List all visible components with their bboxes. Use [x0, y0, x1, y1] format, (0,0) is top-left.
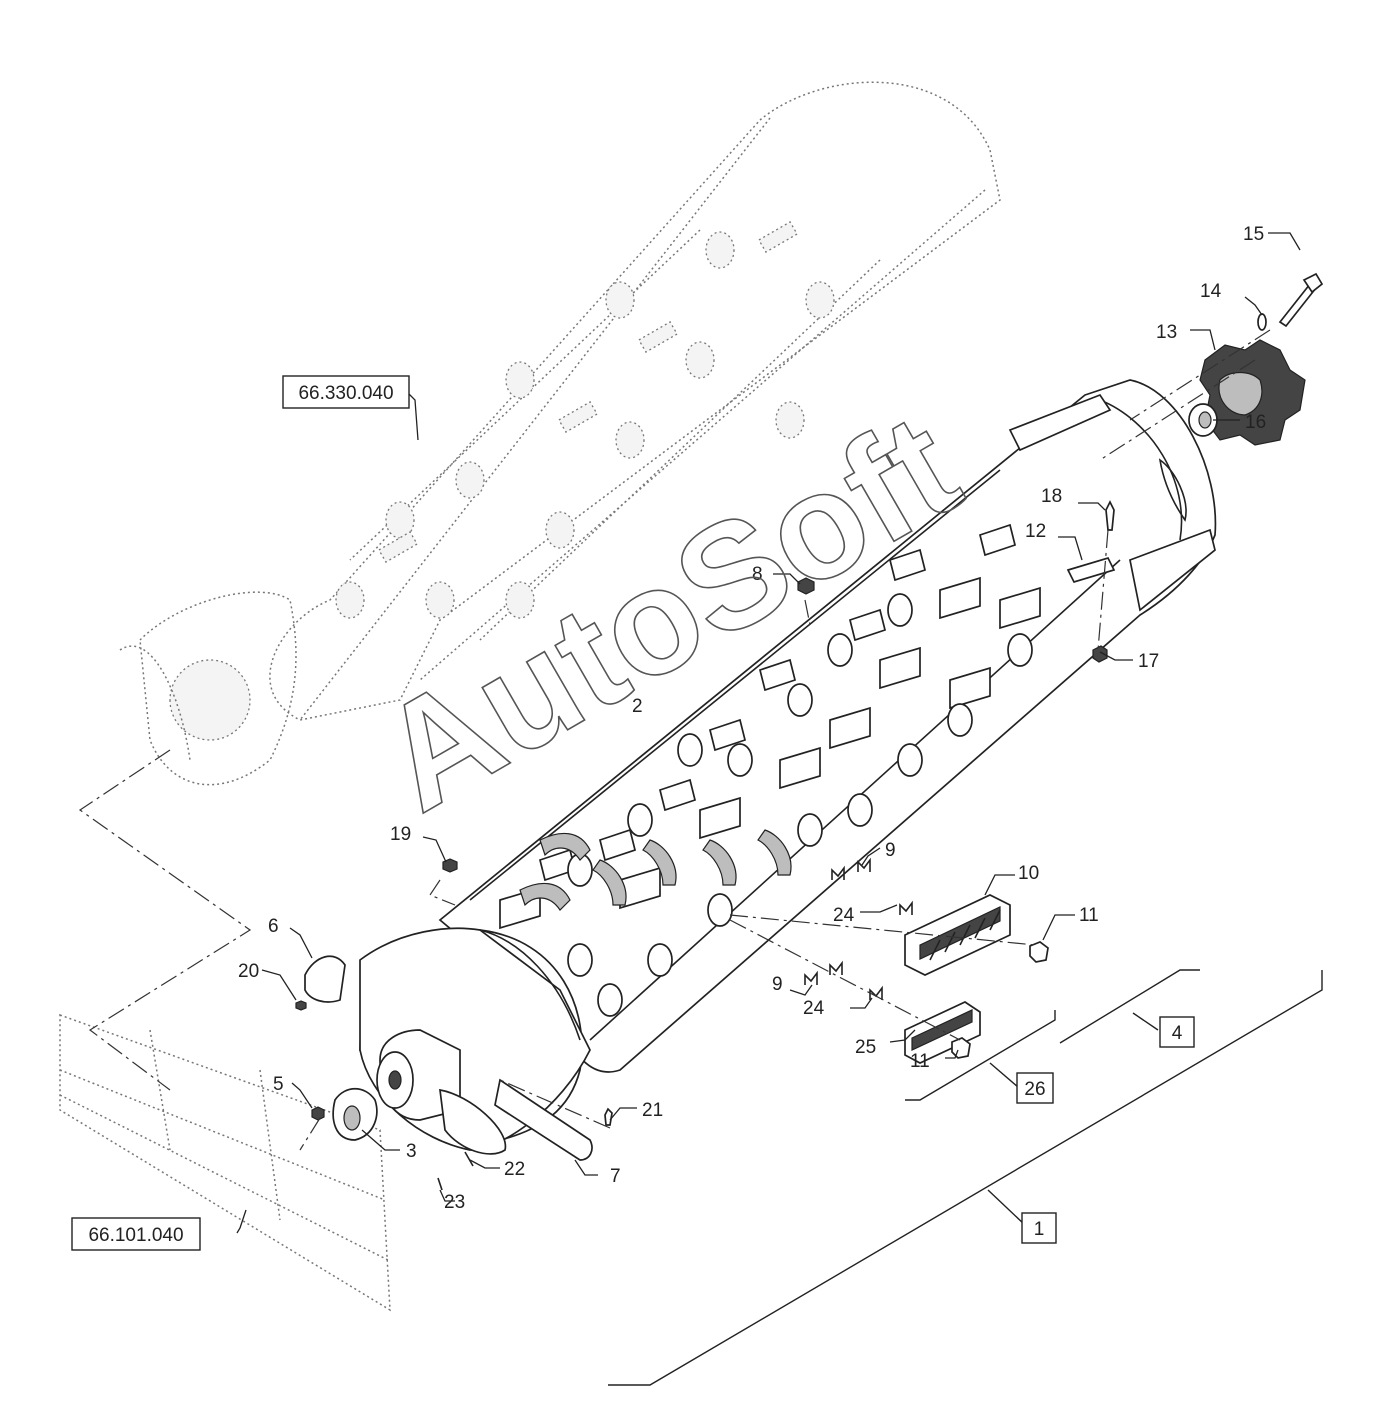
- callout-15: 15: [1243, 224, 1264, 245]
- part-10-grate-bar: [904, 894, 1011, 976]
- part-16-bushing: [1188, 403, 1218, 437]
- part-20-bolt: [295, 1000, 307, 1011]
- callout-numbers: 15 14 13 16 18 12 17 8 2 19 6 20 5 3 21 …: [238, 224, 1266, 1213]
- svg-text:1: 1: [1034, 1219, 1045, 1240]
- callout-14: 14: [1200, 281, 1222, 302]
- callout-3: 3: [406, 1141, 417, 1162]
- callout-2: 2: [632, 696, 643, 717]
- assembly-brackets: [608, 969, 1323, 1386]
- callout-box-26[interactable]: 26: [1016, 1072, 1054, 1104]
- part-11-bolt-a: [1029, 941, 1049, 963]
- callout-24-upper: 24: [833, 905, 855, 926]
- callout-23: 23: [444, 1192, 465, 1213]
- part-17-nut: [1092, 645, 1108, 663]
- svg-text:26: 26: [1024, 1079, 1045, 1100]
- callout-11-upper: 11: [1079, 905, 1099, 926]
- part-11-bolt-b: [951, 1037, 971, 1059]
- part-23-bolt: [437, 1177, 443, 1191]
- callout-8: 8: [752, 564, 763, 585]
- callout-9-lower: 9: [772, 974, 783, 995]
- callout-18: 18: [1041, 486, 1062, 507]
- callout-20: 20: [238, 961, 259, 982]
- callout-16: 16: [1245, 412, 1266, 433]
- svg-text:66.330.040: 66.330.040: [298, 383, 393, 404]
- callout-5: 5: [273, 1074, 284, 1095]
- svg-text:4: 4: [1172, 1023, 1183, 1044]
- reference-box-feeder[interactable]: 66.101.040: [71, 1217, 201, 1251]
- callout-22: 22: [504, 1159, 525, 1180]
- leader-lines: [236, 232, 1301, 1234]
- part-5-bolt: [311, 1106, 325, 1121]
- part-9-24-clips: [804, 857, 913, 1000]
- part-8-bolt: [797, 577, 815, 595]
- callout-7: 7: [610, 1166, 621, 1187]
- ghost-feeder-house: [59, 1013, 391, 1312]
- callout-9-upper: 9: [885, 840, 896, 861]
- callout-11-lower: 11: [910, 1051, 930, 1072]
- callout-24-lower: 24: [803, 998, 825, 1019]
- callout-box-1[interactable]: 1: [1021, 1212, 1057, 1244]
- callout-12: 12: [1025, 521, 1046, 542]
- part-12-plate: [1066, 556, 1116, 584]
- part-25-grate-bar: [904, 1001, 981, 1064]
- main-rotor: [359, 379, 1217, 1161]
- callout-10: 10: [1018, 863, 1039, 884]
- part-19-bolt: [442, 858, 458, 873]
- part-18-bolt: [1105, 500, 1115, 531]
- part-15-bolt: [1278, 272, 1324, 328]
- svg-text:66.101.040: 66.101.040: [88, 1225, 183, 1246]
- callout-6: 6: [268, 916, 279, 937]
- callout-17: 17: [1138, 651, 1159, 672]
- reference-box-upper-rotor[interactable]: 66.330.040: [282, 375, 410, 409]
- part-14-washer: [1257, 313, 1267, 331]
- callout-box-4[interactable]: 4: [1159, 1016, 1195, 1048]
- callout-13: 13: [1156, 322, 1177, 343]
- centerlines: [78, 329, 1271, 1151]
- part-22-pin: [464, 1151, 474, 1167]
- part-3-hub: [332, 1087, 378, 1141]
- ghost-upper-rotor: [119, 81, 1001, 786]
- callout-19: 19: [390, 824, 411, 845]
- part-13-drive-flange: [1199, 339, 1306, 446]
- part-21-pin: [604, 1107, 613, 1126]
- part-6-shield: [304, 955, 346, 1003]
- callout-25: 25: [855, 1037, 876, 1058]
- callout-21: 21: [642, 1100, 663, 1121]
